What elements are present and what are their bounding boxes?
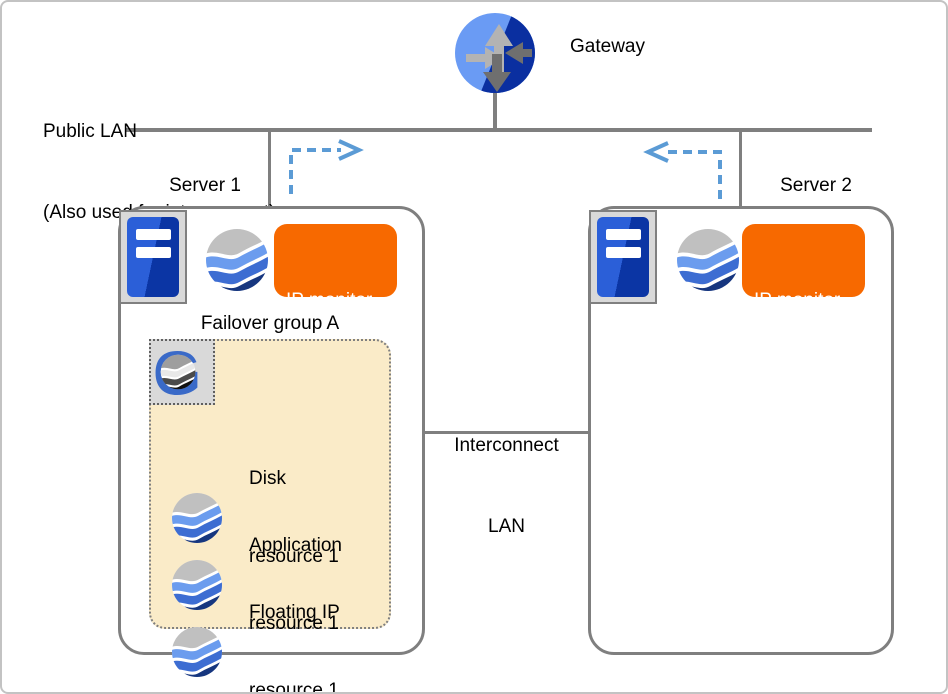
server1-tower-graphic bbox=[127, 217, 179, 297]
application-resource-icon bbox=[172, 560, 222, 610]
resource-row-disk: Disk resource 1 bbox=[172, 414, 339, 622]
server1-ip-monitor-badge-line1: IP monitor bbox=[286, 290, 373, 311]
server1-computer-icon bbox=[119, 210, 187, 304]
disk-resource-icon bbox=[172, 493, 222, 543]
gateway-label: Gateway bbox=[570, 36, 645, 57]
monitor-ping-arrow-server1 bbox=[289, 139, 364, 194]
public-lan-line bbox=[125, 128, 872, 132]
failover-group-icon: G bbox=[149, 339, 215, 405]
application-resource-label: Application resource 1 bbox=[249, 535, 342, 634]
server2-ip-monitor-badge: IP monitor resource 1 bbox=[742, 224, 865, 392]
interconnect-lan-label: Interconnect LAN bbox=[425, 378, 588, 594]
resource-row-floating-ip: Floating IP resource 1 bbox=[172, 548, 340, 694]
server2-ip-monitor-badge-line1: IP monitor bbox=[754, 290, 841, 311]
server2-ip-monitor-badge-line2: resource 1 bbox=[754, 371, 844, 392]
floating-ip-resource-icon bbox=[172, 627, 222, 677]
gateway-router-icon bbox=[455, 13, 535, 93]
failover-group-title: Failover group A bbox=[200, 313, 340, 334]
gateway-stem-line bbox=[493, 90, 497, 130]
server2-computer-icon bbox=[589, 210, 657, 304]
server2-tower-graphic bbox=[597, 217, 649, 297]
interconnect-lan-label-line1: Interconnect bbox=[454, 435, 559, 456]
server2-label: Server 2 bbox=[780, 175, 852, 196]
server1-ip-monitor-resource-icon bbox=[206, 229, 268, 291]
server1-label: Server 1 bbox=[169, 175, 241, 196]
server2-ip-monitor-resource-icon bbox=[677, 229, 739, 291]
server1-drop-line bbox=[268, 132, 271, 208]
server2-drop-line bbox=[739, 132, 742, 208]
interconnect-lan-label-line2: LAN bbox=[488, 516, 525, 537]
failover-group-box: Disk resource 1 Application resource 1 bbox=[149, 339, 391, 692]
resource-row-application: Application resource 1 bbox=[172, 481, 342, 689]
public-lan-label-line1: Public LAN bbox=[43, 121, 137, 142]
monitor-ping-arrow-server2 bbox=[643, 141, 722, 199]
server1-ip-monitor-badge: IP monitor resource 1 bbox=[274, 224, 397, 392]
floating-ip-resource-label: Floating IP resource 1 bbox=[249, 602, 340, 694]
disk-resource-label: Disk resource 1 bbox=[249, 468, 339, 567]
interconnect-lan-line bbox=[425, 431, 588, 434]
